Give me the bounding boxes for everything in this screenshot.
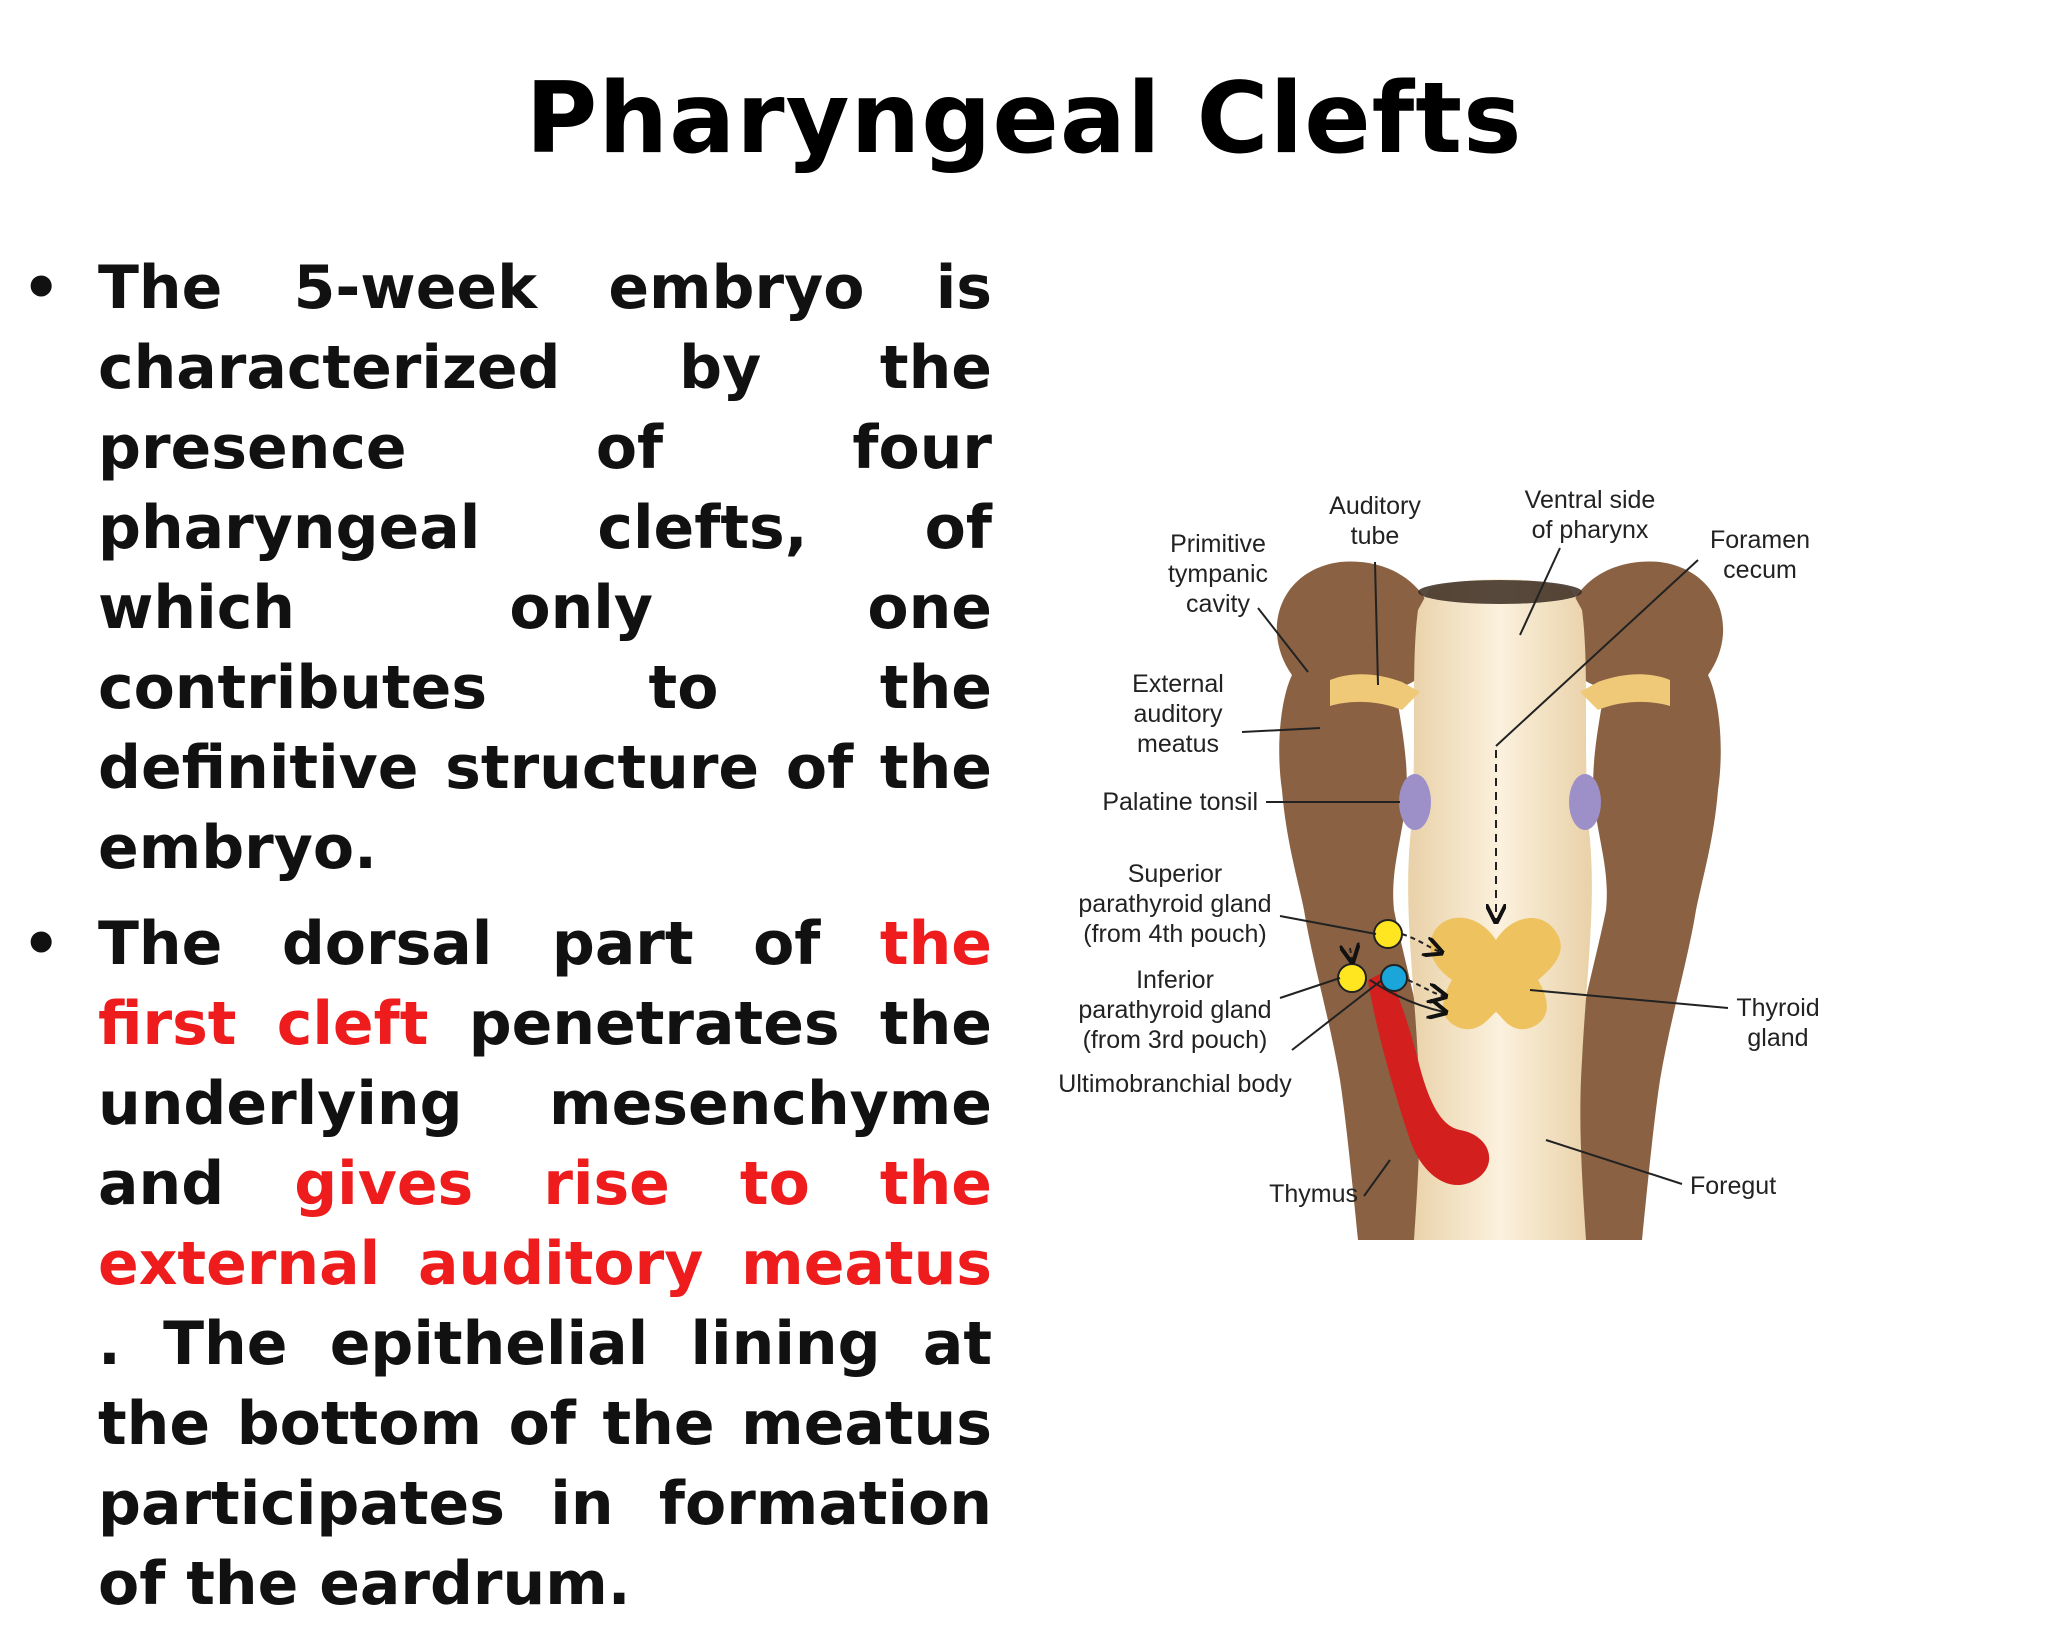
label-inferior-parathyroid-gland: parathyroid gland (1078, 996, 1271, 1024)
ventral-side-leader (1519, 547, 1561, 636)
label-foramen-cecum: Foramen (1710, 526, 1810, 554)
right-mesenchyme (1564, 588, 1721, 1240)
label-primitive-tympanic-cavity: cavity (1186, 590, 1250, 618)
bullet-dot-icon: • (22, 909, 61, 979)
superior-to-thyroid-arrow (1401, 933, 1440, 952)
label-primitive-tympanic-cavity: Primitive (1170, 530, 1266, 558)
bullet-item-2: • The dorsal part of the first cleft pen… (22, 904, 992, 1624)
label-inferior-parathyroid-gland: Inferior (1136, 966, 1214, 994)
label-auditory-tube: Auditory (1329, 492, 1421, 520)
thyroid-gland (1430, 917, 1561, 1030)
bullet-1-text: The 5-week embryo is characterized by th… (98, 253, 992, 883)
label-external-auditory-meatus: meatus (1137, 730, 1219, 758)
label-auditory-tube: tube (1351, 522, 1400, 550)
label-thymus: Thymus (1269, 1180, 1358, 1208)
thyroid-gland-leader (1529, 989, 1729, 1009)
inferior-parathyroid-leader (1279, 977, 1341, 999)
primitive-tympanic-leader (1257, 607, 1309, 673)
left-auditory-tube (1330, 674, 1420, 710)
label-superior-parathyroid-gland: (from 4th pouch) (1083, 920, 1266, 948)
label-thyroid-gland: Thyroid (1736, 994, 1819, 1022)
slide-title: Pharyngeal Clefts (525, 62, 1523, 176)
auditory-tube-leader (1374, 561, 1379, 686)
label-superior-parathyroid-gland: Superior (1128, 860, 1223, 888)
bullet-2-text: . The epithelial lining at the bottom of… (98, 1309, 992, 1619)
label-external-auditory-meatus: auditory (1134, 700, 1223, 728)
label-thyroid-gland: gland (1747, 1024, 1808, 1052)
parathyroid-migration-arrow (1350, 948, 1352, 960)
pharynx-opening (1418, 580, 1582, 604)
bullet-list: • The 5-week embryo is characterized by … (22, 248, 992, 1640)
pharyngeal-diagram: Auditory tube Ventral side of pharynx Fo… (1058, 486, 1820, 1240)
label-palatine-tonsil: Palatine tonsil (1102, 788, 1258, 816)
inferior-parathyroid-gland (1337, 963, 1367, 993)
superior-parathyroid-gland (1373, 919, 1403, 949)
label-foregut: Foregut (1690, 1172, 1776, 1200)
left-ear-lobe (1276, 561, 1436, 688)
bullet-2-highlight-first-cleft: the first cleft (98, 909, 992, 1059)
right-auditory-tube (1580, 674, 1670, 710)
thymus-leader (1363, 1159, 1391, 1197)
bullet-item-1: • The 5-week embryo is characterized by … (22, 248, 992, 888)
ultimobranchial-to-thyroid-arrow (1407, 979, 1444, 996)
label-superior-parathyroid-gland: parathyroid gland (1078, 890, 1271, 918)
left-palatine-tonsil (1399, 774, 1431, 830)
right-ear-lobe (1564, 561, 1724, 688)
inferior-to-thyroid-arrow (1369, 979, 1444, 1012)
ultimobranchial-leader (1291, 979, 1383, 1051)
foramen-cecum-leader (1495, 559, 1699, 747)
thymus (1368, 970, 1490, 1186)
bullet-2-text: penetrates the underlying mesenchyme and (98, 989, 992, 1219)
bullet-2-highlight-external-meatus: gives rise to the external auditory meat… (98, 1149, 992, 1299)
label-external-auditory-meatus: External (1132, 670, 1224, 698)
label-ventral-side-of-pharynx: of pharynx (1532, 516, 1649, 544)
bullet-dot-icon: • (22, 253, 61, 323)
right-palatine-tonsil (1569, 774, 1601, 830)
bullet-2-text: The dorsal part of (98, 909, 880, 979)
ultimobranchial-body (1380, 964, 1408, 992)
label-foramen-cecum: cecum (1723, 556, 1797, 584)
label-ventral-side-of-pharynx: Ventral side (1525, 486, 1656, 514)
label-ultimobranchial-body: Ultimobranchial body (1058, 1070, 1292, 1098)
superior-parathyroid-leader (1279, 915, 1377, 935)
foregut-leader (1545, 1139, 1683, 1185)
external-auditory-leader (1241, 727, 1321, 733)
label-primitive-tympanic-cavity: tympanic (1168, 560, 1268, 588)
label-inferior-parathyroid-gland: (from 3rd pouch) (1083, 1026, 1268, 1054)
